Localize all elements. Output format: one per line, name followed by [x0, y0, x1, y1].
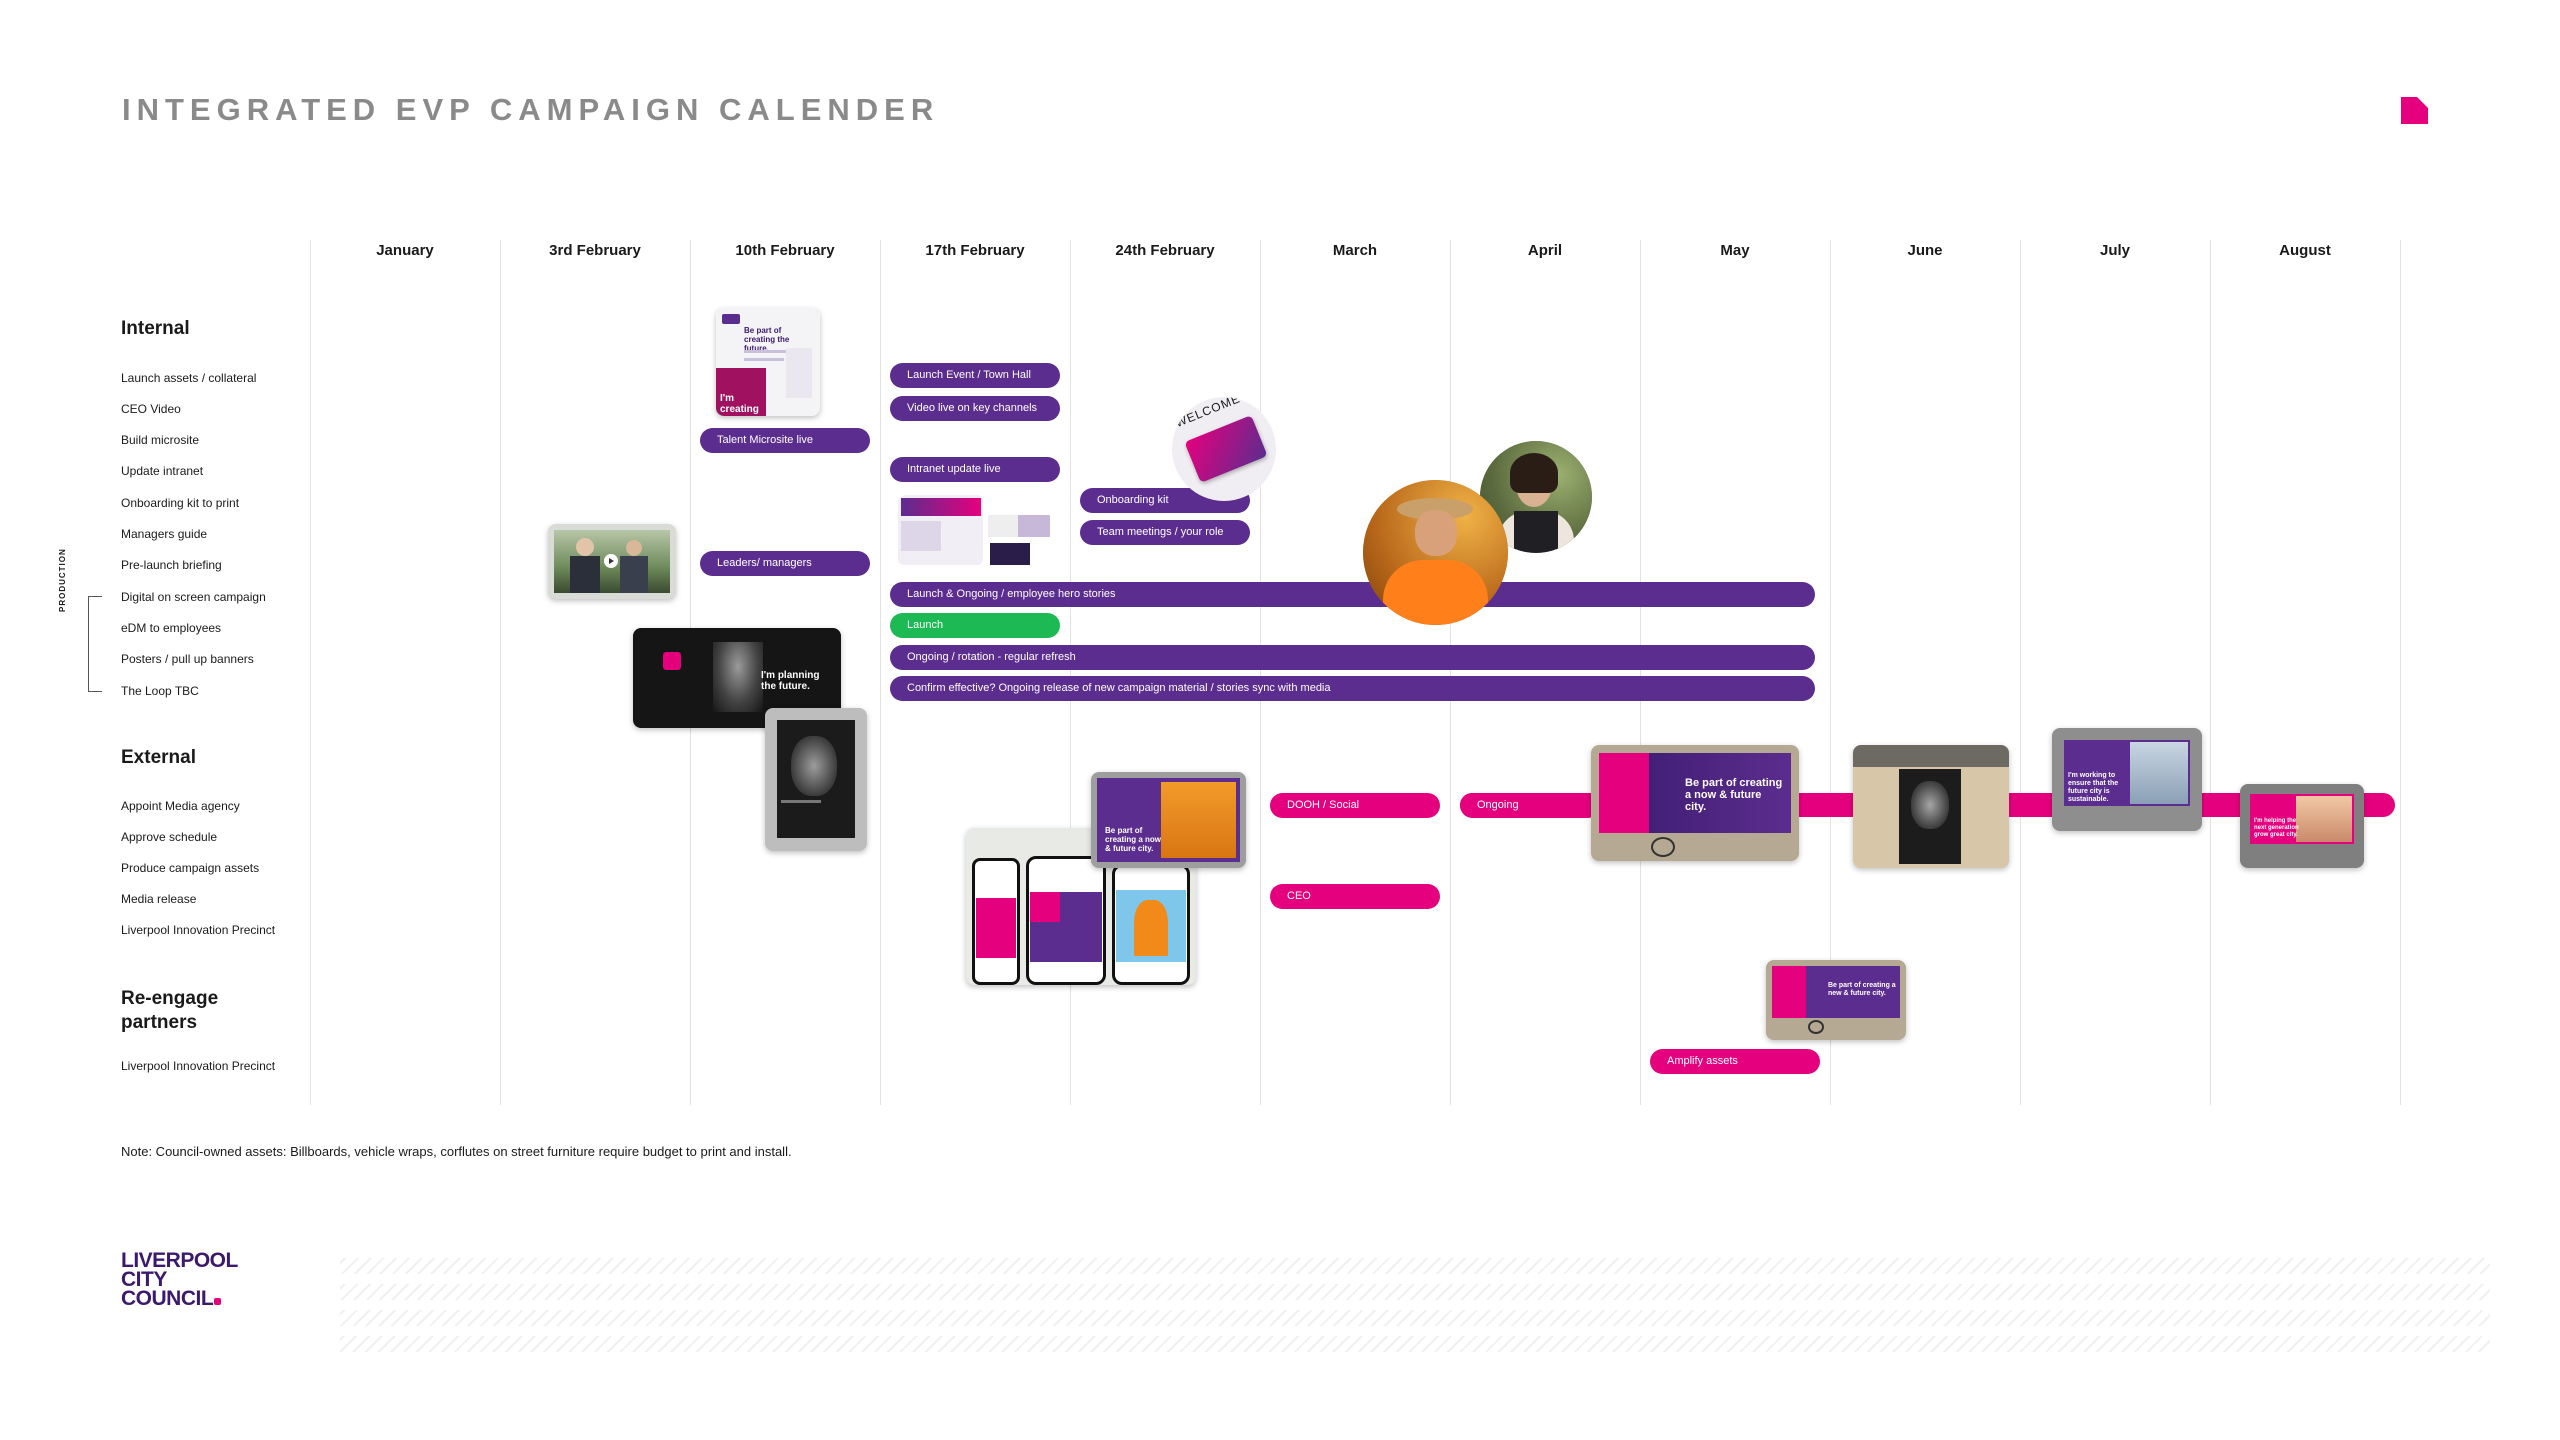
column-divider — [1450, 240, 1451, 1105]
column-divider — [1830, 240, 1831, 1105]
digital-screen-working-image: I'm working to ensure that the future ci… — [2052, 728, 2202, 831]
month-header: 10th February — [735, 242, 835, 259]
column-divider — [880, 240, 881, 1105]
billboard-reengage-text: Be part of creating a new & future city. — [1828, 982, 1896, 997]
billboard-creating-image: Be part of creating a now & future city. — [1591, 745, 1799, 861]
liverpool-city-council-logo: LIVERPOOL CITY COUNCIL — [121, 1249, 238, 1310]
bar-ceo: CEO — [1270, 884, 1440, 909]
column-divider — [2210, 240, 2211, 1105]
screen-helping-text: I'm helping the next generation grow gre… — [2254, 818, 2299, 838]
bar-dooh-social: DOOH / Social — [1270, 793, 1440, 818]
production-bracket — [88, 596, 102, 692]
column-divider — [2400, 240, 2401, 1105]
brand-mark-icon — [2401, 97, 2428, 124]
bar-confirm-effective: Confirm effective? Ongoing release of ne… — [890, 676, 1815, 701]
section-reengage-line2: partners — [121, 1012, 198, 1033]
bar-leaders-managers: Leaders/ managers — [700, 551, 870, 576]
section-reengage: Re-engage partners — [121, 987, 218, 1035]
intranet-mockup-image — [898, 495, 1053, 568]
billboard-planning-text: I'm planning the future. — [761, 670, 820, 692]
month-header: June — [1907, 242, 1943, 259]
page-title: INTEGRATED EVP CAMPAIGN CALENDER — [122, 92, 940, 127]
column-divider — [500, 240, 501, 1105]
row-label: Posters / pull up banners — [121, 652, 254, 666]
row-label: Liverpool Innovation Precinct — [121, 1059, 276, 1073]
digital-screen-helping-image: I'm helping the next generation grow gre… — [2240, 784, 2364, 868]
row-label: Launch assets / collateral — [121, 371, 257, 385]
logo-dot-icon — [214, 1298, 222, 1305]
month-header: 24th February — [1115, 242, 1215, 259]
row-label: eDM to employees — [121, 621, 222, 635]
section-external: External — [121, 747, 196, 768]
bus-shelter-street-image — [1853, 745, 2009, 868]
row-label: Digital on screen campaign — [121, 590, 266, 604]
month-header: 3rd February — [549, 242, 641, 259]
month-header: April — [1527, 242, 1563, 259]
decorative-hatch-mask — [340, 1252, 2490, 1362]
month-header: March — [1332, 242, 1378, 259]
digital-screen-worker-image: Be part of creating a now & future city. — [1091, 772, 1246, 868]
bar-team-meetings: Team meetings / your role — [1080, 520, 1250, 545]
row-label: Update intranet — [121, 464, 204, 478]
billboard-creating-text: Be part of creating a now & future city. — [1685, 777, 1783, 813]
logo-line3: COUNCIL — [121, 1287, 214, 1310]
row-label: Managers guide — [121, 527, 208, 541]
row-label: Pre-launch briefing — [121, 558, 222, 572]
ceo-video-image — [548, 524, 676, 599]
column-divider — [1640, 240, 1641, 1105]
month-header: August — [2279, 242, 2331, 259]
play-icon — [604, 554, 618, 568]
month-header: 17th February — [925, 242, 1025, 259]
bar-ongoing-rotation: Ongoing / rotation - regular refresh — [890, 645, 1815, 670]
bus-shelter-poster-image — [765, 708, 867, 851]
bar-launch: Launch — [890, 613, 1060, 638]
row-label: Build microsite — [121, 433, 200, 447]
section-reengage-line1: Re-engage — [121, 988, 219, 1009]
row-label: Liverpool Innovation Precinct — [121, 923, 276, 937]
row-label: Media release — [121, 892, 197, 906]
bar-amplify-assets: Amplify assets — [1650, 1049, 1820, 1074]
bar-video-live: Video live on key channels — [890, 396, 1060, 421]
column-divider — [1260, 240, 1261, 1105]
microsite-tag: I'm creating — [720, 393, 759, 415]
section-internal: Internal — [121, 318, 190, 339]
month-header: July — [2099, 242, 2130, 259]
bar-talent-microsite: Talent Microsite live — [700, 428, 870, 453]
month-header: January — [376, 242, 434, 259]
row-label: Produce campaign assets — [121, 861, 260, 875]
employee-portrait-worker — [1363, 480, 1508, 625]
screen-working-text: I'm working to ensure that the future ci… — [2068, 772, 2119, 803]
microsite-headline: Be part of creating the future. — [744, 326, 790, 353]
budget-note: Note: Council-owned assets: Billboards, … — [121, 1144, 792, 1159]
row-label: Onboarding kit to print — [121, 496, 240, 510]
row-label: The Loop TBC — [121, 684, 199, 698]
row-label: Appoint Media agency — [121, 799, 240, 813]
logo-line1: LIVERPOOL — [121, 1249, 238, 1272]
row-label: CEO Video — [121, 402, 181, 416]
production-label: PRODUCTION — [58, 548, 67, 612]
column-divider — [310, 240, 311, 1105]
row-label: Approve schedule — [121, 830, 218, 844]
bar-launch-event: Launch Event / Town Hall — [890, 363, 1060, 388]
bar-launch-ongoing: Launch & Ongoing / employee hero stories — [890, 582, 1815, 607]
column-divider — [1070, 240, 1071, 1105]
column-divider — [2020, 240, 2021, 1105]
microsite-mockup-image: Be part of creating the future. I'm crea… — [716, 308, 820, 416]
bar-ongoing: Ongoing — [1460, 793, 1600, 818]
month-header: May — [1720, 242, 1750, 259]
social-post-text: Be part of creating a now & future city. — [1105, 826, 1162, 853]
billboard-reengage-image: Be part of creating a new & future city. — [1766, 960, 1906, 1040]
logo-line2: CITY — [121, 1268, 167, 1291]
welcome-card-image: WELCOME — [1172, 397, 1276, 501]
bar-intranet-update: Intranet update live — [890, 457, 1060, 482]
